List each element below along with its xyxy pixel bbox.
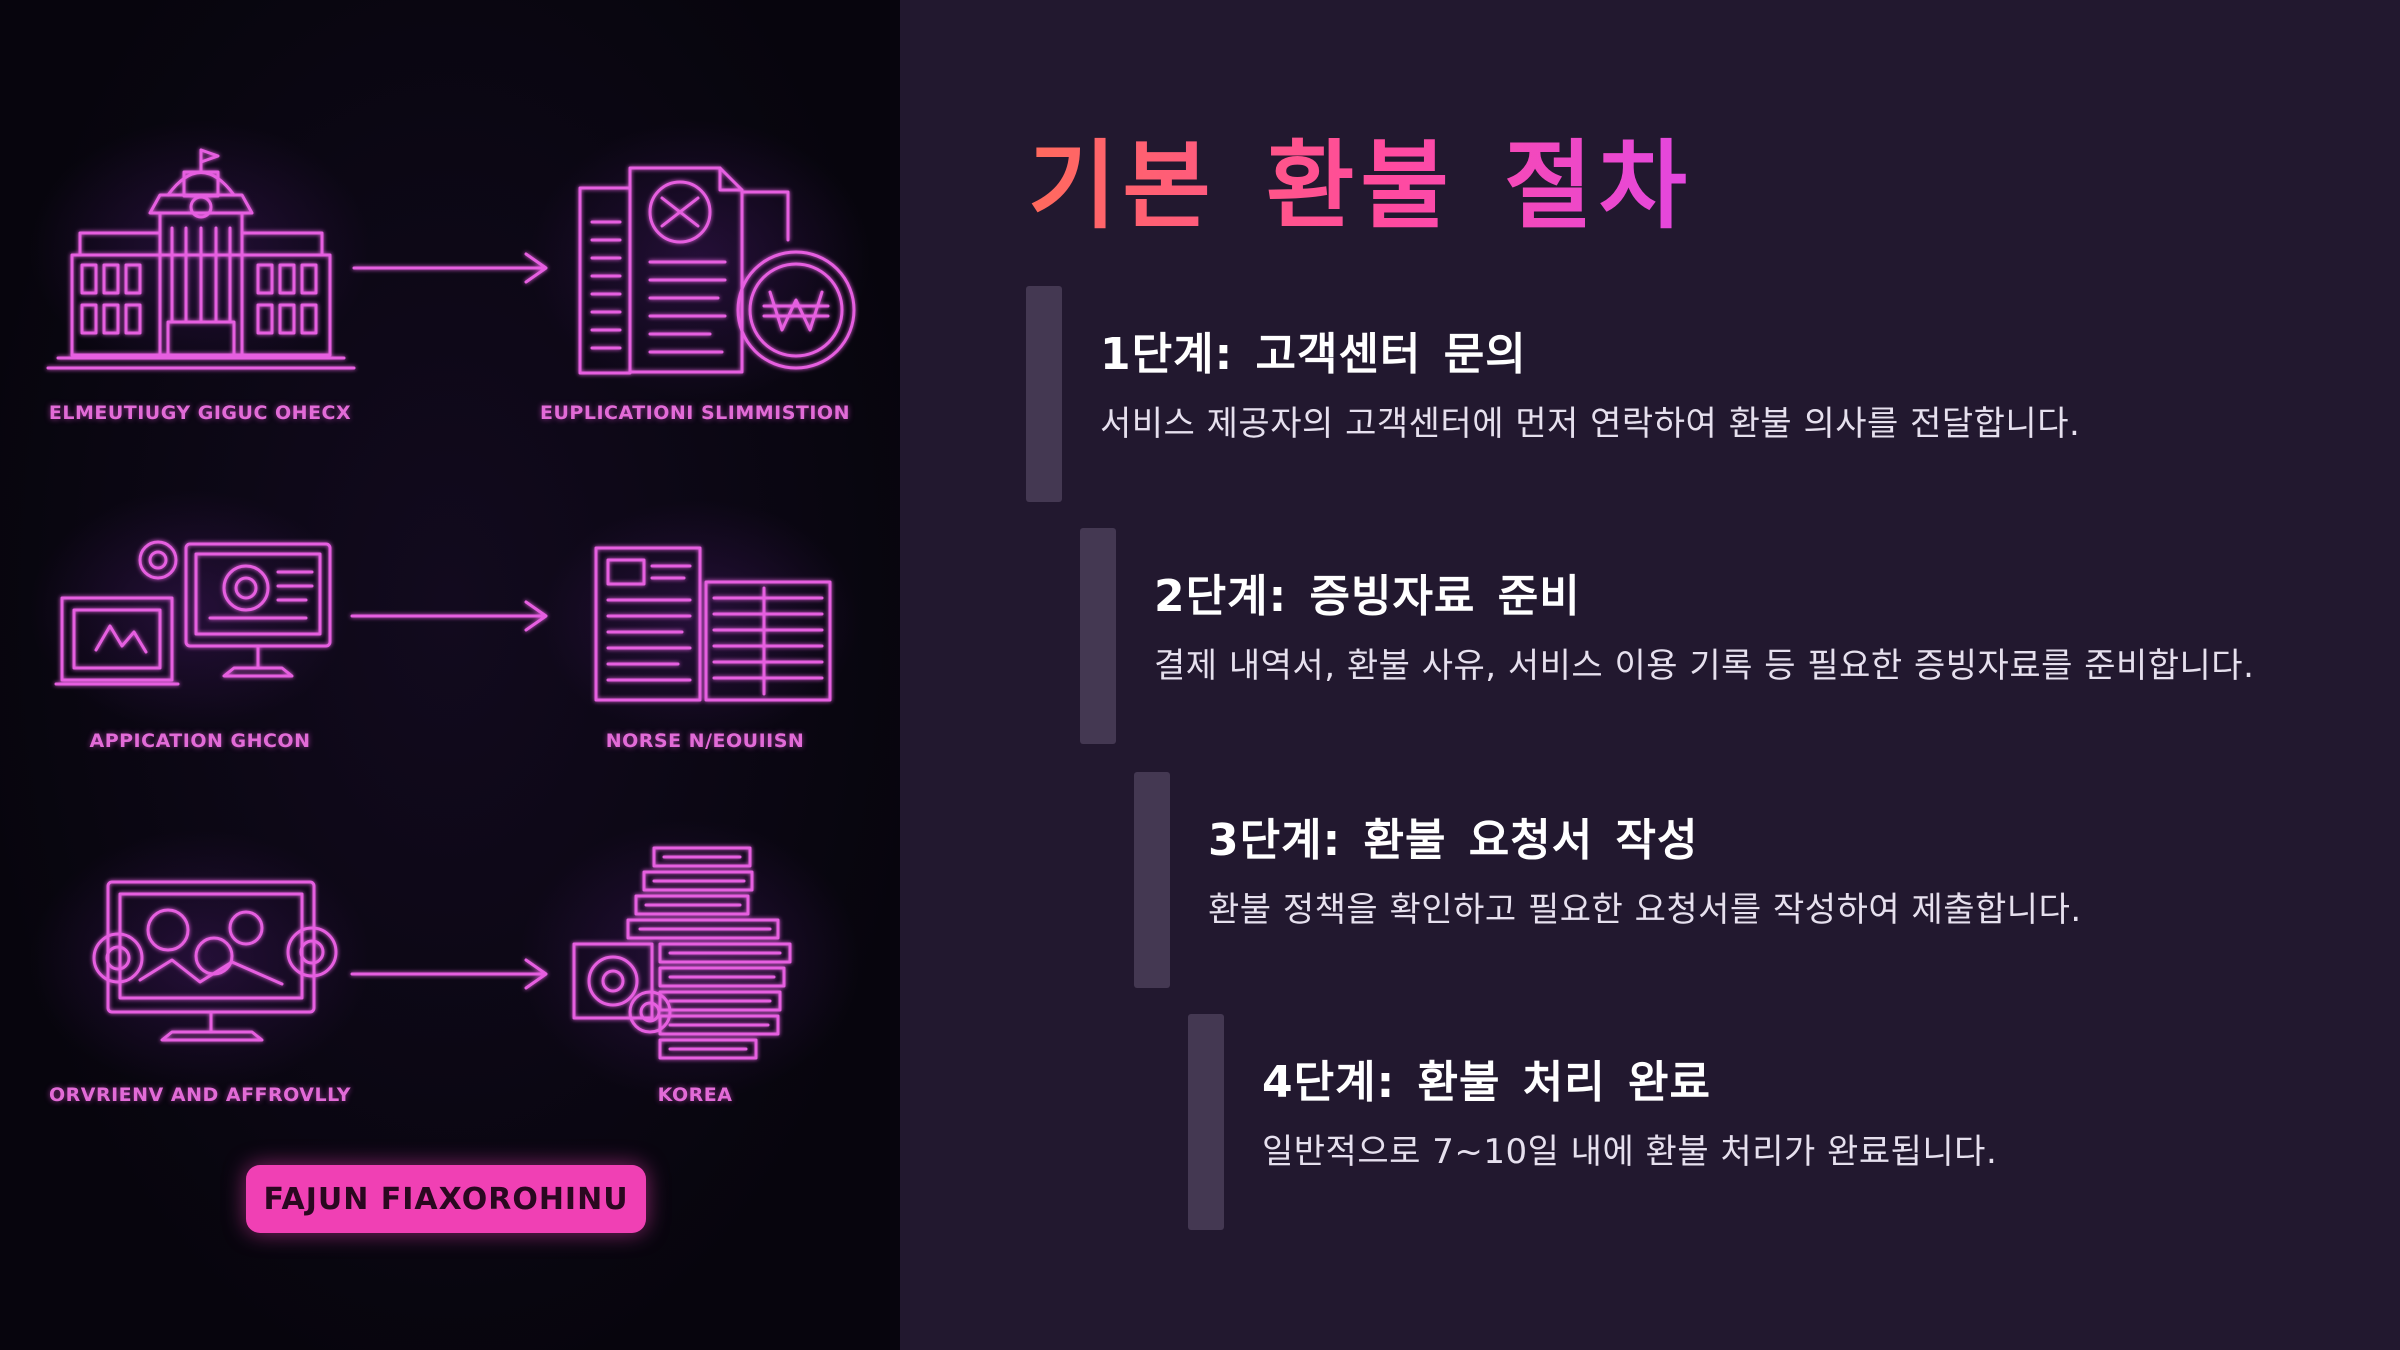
step-title: 1단계: 고객센터 문의 (1100, 329, 1527, 380)
government-building-icon (46, 148, 356, 370)
step-title: 2단계: 증빙자료 준비 (1154, 571, 1581, 622)
illustration-label: ORVRIENV AND AFFROVLLY (48, 1084, 352, 1106)
step-description: 환불 정책을 확인하고 필요한 요청서를 작성하여 제출합니다. (1208, 890, 2082, 930)
arrow-right-icon (352, 252, 548, 284)
form-list-icon (594, 546, 832, 702)
monitor-approval-icon (92, 880, 338, 1042)
step-title: 4단계: 환불 처리 완료 (1262, 1057, 1712, 1108)
illustration-label: EUPLICATIONI SLIMMISTION (540, 402, 850, 424)
page-title: 기본 환불 절차 (1028, 108, 1693, 247)
illustration-label: APPICATION GHCON (89, 730, 311, 752)
step-description: 일반적으로 7~10일 내에 환불 처리가 완료됩니다. (1262, 1132, 1998, 1172)
step-bar (1134, 772, 1170, 988)
illustration-label: KOREA (657, 1084, 733, 1106)
content-panel: 기본 환불 절차 1단계: 고객센터 문의 서비스 제공자의 고객센터에 먼저 … (900, 0, 2400, 1350)
computer-screen-icon (54, 540, 332, 686)
illustration-label: NORSE N/EOUIISN (605, 730, 805, 752)
arrow-right-icon (350, 958, 548, 990)
step-description: 서비스 제공자의 고객센터에 먼저 연락하여 환불 의사를 전달합니다. (1100, 404, 2081, 444)
step-bar (1188, 1014, 1224, 1230)
step-bar (1026, 286, 1062, 502)
arrow-right-icon (350, 600, 548, 632)
refund-process-illustration (30, 120, 870, 1100)
illustration-label: ELMEUTIUGY GIGUC OHECX (48, 402, 352, 424)
illustration-panel: ELMEUTIUGY GIGUC OHECX EUPLICATIONI SLIM… (0, 0, 900, 1350)
step-bar (1080, 528, 1116, 744)
paperwork-stack-icon (572, 846, 792, 1060)
document-won-icon (578, 166, 856, 375)
step-title: 3단계: 환불 요청서 작성 (1208, 815, 1699, 866)
step-description: 결제 내역서, 환불 사유, 서비스 이용 기록 등 필요한 증빙자료를 준비합… (1154, 646, 2255, 686)
illustration-pill-button: FAJUN FIAXOROHINU (246, 1165, 646, 1233)
